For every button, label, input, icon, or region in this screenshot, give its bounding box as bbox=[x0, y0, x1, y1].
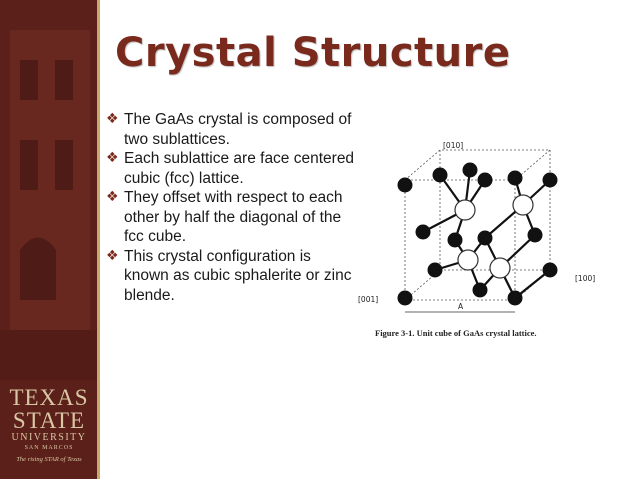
diamond-bullet-icon: ❖ bbox=[106, 150, 119, 166]
label-a: A bbox=[458, 302, 464, 311]
label-001: [001] bbox=[358, 295, 378, 304]
bullet-item: ❖ The GaAs crystal is composed of two sub… bbox=[106, 110, 356, 149]
figure-caption: Figure 3-1. Unit cube of GaAs crystal la… bbox=[375, 328, 537, 338]
bullet-item: ❖ This crystal configuration is known as … bbox=[106, 247, 356, 306]
slide-title: Crystal Structure bbox=[115, 30, 511, 76]
lattice-diagram: [010] [100] [001] A Figure 3-1. Unit cub… bbox=[358, 141, 595, 338]
logo-line-3: UNIVERSITY bbox=[11, 432, 87, 443]
logo-line-1: TEXAS bbox=[9, 385, 89, 410]
university-logo: TEXAS STATE UNIVERSITY SAN MARCOS The ri… bbox=[6, 386, 92, 465]
bullet-text: Each sublattice are face centered cubic … bbox=[124, 150, 355, 187]
diamond-bullet-icon: ❖ bbox=[106, 247, 119, 264]
bullet-text: They offset with respect to each other b… bbox=[124, 189, 343, 245]
diamond-bullet-icon: ❖ bbox=[106, 111, 119, 127]
bullet-item: ❖ Each sublattice are face centered cubic… bbox=[106, 149, 356, 188]
bullet-list: ❖ The GaAs crystal is composed of two sub… bbox=[106, 110, 356, 305]
sidebar-divider bbox=[97, 0, 100, 479]
label-100: [100] bbox=[575, 274, 595, 283]
building-image bbox=[0, 0, 97, 479]
logo-tagline: The rising STAR of Texas bbox=[16, 456, 82, 463]
crystal-lattice-figure: [010] [100] [001] A Figure 3-1. Unit cub… bbox=[355, 140, 605, 350]
bullet-item: ❖ They offset with respect to each other … bbox=[106, 188, 356, 247]
logo-line-2: STATE bbox=[12, 408, 86, 433]
diamond-bullet-icon: ❖ bbox=[106, 189, 119, 205]
bullet-text: This crystal configuration is known as c… bbox=[124, 247, 352, 304]
bullet-text: The GaAs crystal is composed of two subl… bbox=[124, 111, 352, 148]
logo-line-4: SAN MARCOS bbox=[24, 445, 74, 451]
sidebar-decoration: TEXAS STATE UNIVERSITY SAN MARCOS The ri… bbox=[0, 0, 97, 479]
label-010: [010] bbox=[443, 141, 463, 150]
